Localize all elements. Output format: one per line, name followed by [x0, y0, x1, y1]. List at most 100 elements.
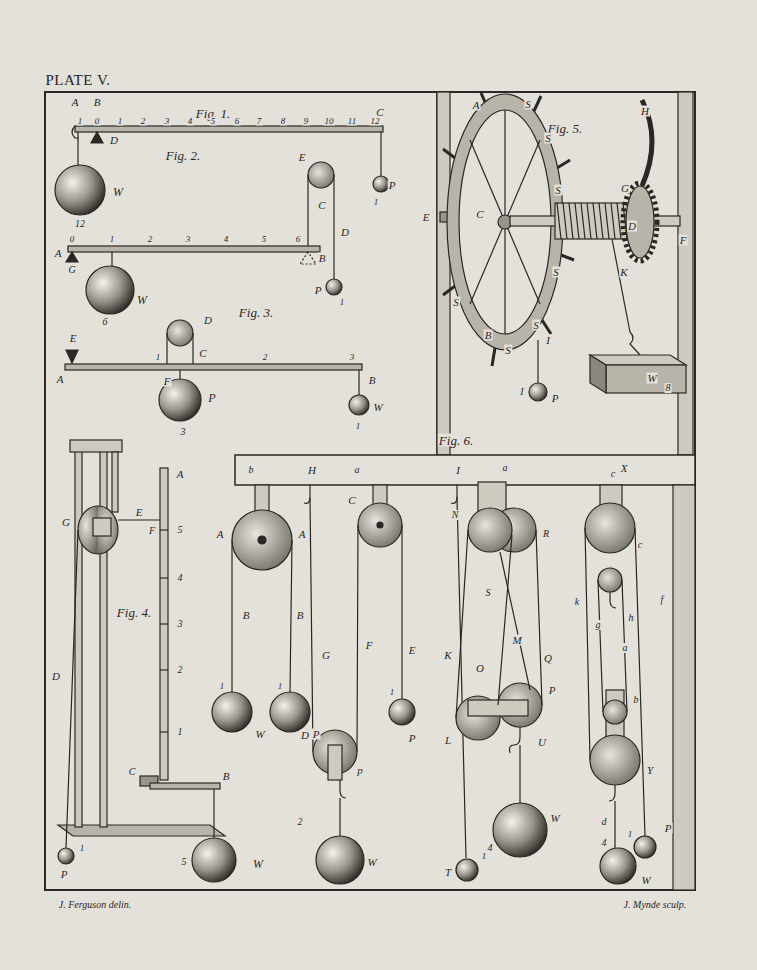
- part-label: B: [368, 375, 377, 386]
- part-label: 6: [102, 317, 109, 327]
- part-label: 3: [349, 353, 356, 362]
- figure-caption: Fig. 3.: [238, 306, 274, 319]
- part-label: 0: [69, 235, 76, 244]
- part-label: 4: [601, 838, 608, 848]
- part-label: P: [408, 733, 417, 744]
- part-label: B: [242, 610, 251, 621]
- part-label: 9: [303, 117, 310, 126]
- part-label: 1: [117, 117, 124, 126]
- part-label: k: [574, 597, 580, 607]
- figure-caption: J. Ferguson delin.: [58, 900, 132, 910]
- part-label: S: [452, 297, 460, 308]
- part-label: P: [312, 729, 321, 740]
- part-label: A: [54, 248, 63, 259]
- part-label: 4: [177, 573, 184, 583]
- part-label: D: [627, 221, 637, 232]
- part-label: X: [620, 463, 629, 474]
- part-label: G: [67, 265, 76, 275]
- part-label: 1: [339, 298, 346, 307]
- part-label: E: [422, 212, 431, 223]
- part-label: 2: [140, 117, 147, 126]
- part-label: 2: [262, 353, 269, 362]
- part-label: 2: [147, 235, 154, 244]
- part-label: K: [443, 650, 452, 661]
- part-label: 3: [180, 427, 187, 437]
- part-label: p: [356, 765, 364, 776]
- part-label: I: [519, 387, 524, 397]
- part-label: d: [601, 817, 608, 827]
- part-label: 6: [234, 117, 241, 126]
- part-label: H: [307, 465, 317, 476]
- part-label: M: [511, 635, 522, 646]
- part-label: C: [317, 200, 326, 211]
- plate-title: PLATE V.: [45, 73, 110, 88]
- part-label: P: [207, 392, 216, 404]
- part-label: 2: [177, 665, 184, 675]
- part-label: N: [451, 510, 460, 520]
- part-label: 11: [347, 117, 357, 126]
- part-label: 1: [373, 198, 380, 207]
- part-label: B: [93, 97, 102, 108]
- part-label: W: [136, 294, 148, 306]
- part-label: a: [354, 465, 361, 475]
- part-label: 2: [297, 817, 304, 827]
- part-label: A: [176, 469, 185, 480]
- figure-caption: J. Mynde sculp.: [623, 900, 688, 910]
- part-label: 5: [210, 117, 217, 126]
- part-label: P: [388, 180, 397, 191]
- part-label: 5: [177, 525, 184, 535]
- part-label: A: [71, 97, 80, 108]
- part-label: G: [321, 650, 331, 661]
- part-label: b: [248, 465, 255, 475]
- part-label: P: [551, 393, 560, 404]
- part-label: 0: [94, 117, 101, 126]
- part-label: S: [544, 133, 552, 144]
- part-label: a: [502, 463, 509, 473]
- part-label: A: [56, 374, 65, 385]
- part-label: 1: [155, 353, 162, 362]
- part-label: D: [51, 671, 61, 682]
- figure-caption: Fig. 6.: [438, 434, 474, 447]
- part-label: 1: [277, 682, 284, 691]
- part-label: 5: [181, 857, 188, 867]
- part-label: D: [203, 315, 213, 326]
- part-label: K: [619, 267, 628, 278]
- part-label: E: [69, 333, 78, 344]
- part-label: W: [549, 813, 560, 824]
- part-label: 1: [109, 235, 116, 244]
- part-label: L: [444, 735, 452, 746]
- part-label: B: [222, 771, 231, 782]
- part-label: 1: [627, 830, 634, 839]
- part-label: 1: [481, 852, 488, 861]
- part-label: I: [455, 465, 461, 476]
- part-label: D: [109, 135, 119, 146]
- part-label: 1: [389, 688, 396, 697]
- part-label: P: [548, 685, 557, 696]
- part-label: F: [679, 235, 688, 246]
- part-label: 4: [223, 235, 230, 244]
- part-label: 6: [295, 235, 302, 244]
- part-label: 8: [665, 383, 672, 393]
- figure-caption: Fig. 4.: [116, 606, 152, 619]
- part-label: E: [408, 645, 417, 656]
- part-label: S: [552, 267, 560, 278]
- part-label: 5: [261, 235, 268, 244]
- part-label: F: [163, 376, 172, 387]
- part-label: 12: [370, 117, 381, 126]
- part-label: D: [300, 730, 310, 741]
- part-label: W: [112, 186, 124, 198]
- part-label: 1: [77, 117, 84, 126]
- part-label: P: [314, 285, 323, 296]
- part-label: c: [637, 540, 643, 550]
- part-label: 12: [74, 219, 86, 229]
- part-label: E: [298, 152, 307, 163]
- part-label: C: [475, 209, 484, 220]
- part-label: 4: [487, 843, 494, 853]
- part-label: B: [318, 253, 327, 264]
- part-label: f: [660, 595, 665, 605]
- part-label: P: [60, 869, 69, 880]
- part-label: A: [216, 529, 225, 540]
- part-label: D: [340, 227, 350, 238]
